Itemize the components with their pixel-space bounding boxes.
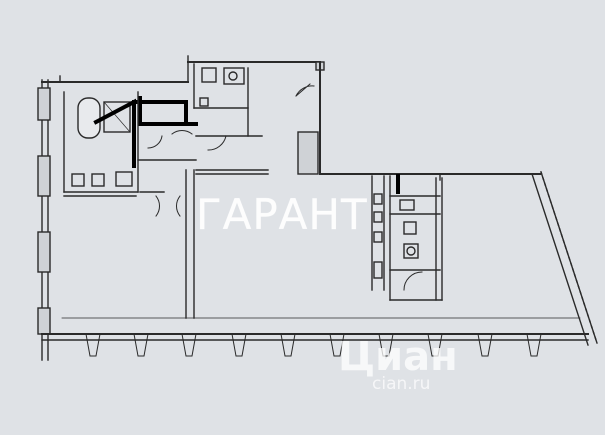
- watermark-text: ГАРАНТ: [196, 190, 368, 239]
- right-wall: [531, 171, 598, 346]
- corridor-doors: [147, 130, 227, 217]
- top-walls: [41, 55, 541, 181]
- logo-watermark: Циан: [338, 334, 458, 380]
- bathroom-2: [137, 63, 263, 193]
- left-wall: [37, 79, 51, 361]
- entry-door: [295, 83, 315, 97]
- column: [297, 131, 319, 175]
- partitions: [63, 159, 269, 319]
- window-piers: [85, 333, 542, 357]
- logo-watermark-sub: cian.ru: [372, 374, 431, 394]
- bottom-wall: [41, 317, 589, 341]
- plumbing: [93, 96, 400, 194]
- kitchen-block: [371, 175, 443, 301]
- bathroom-1: [63, 91, 139, 193]
